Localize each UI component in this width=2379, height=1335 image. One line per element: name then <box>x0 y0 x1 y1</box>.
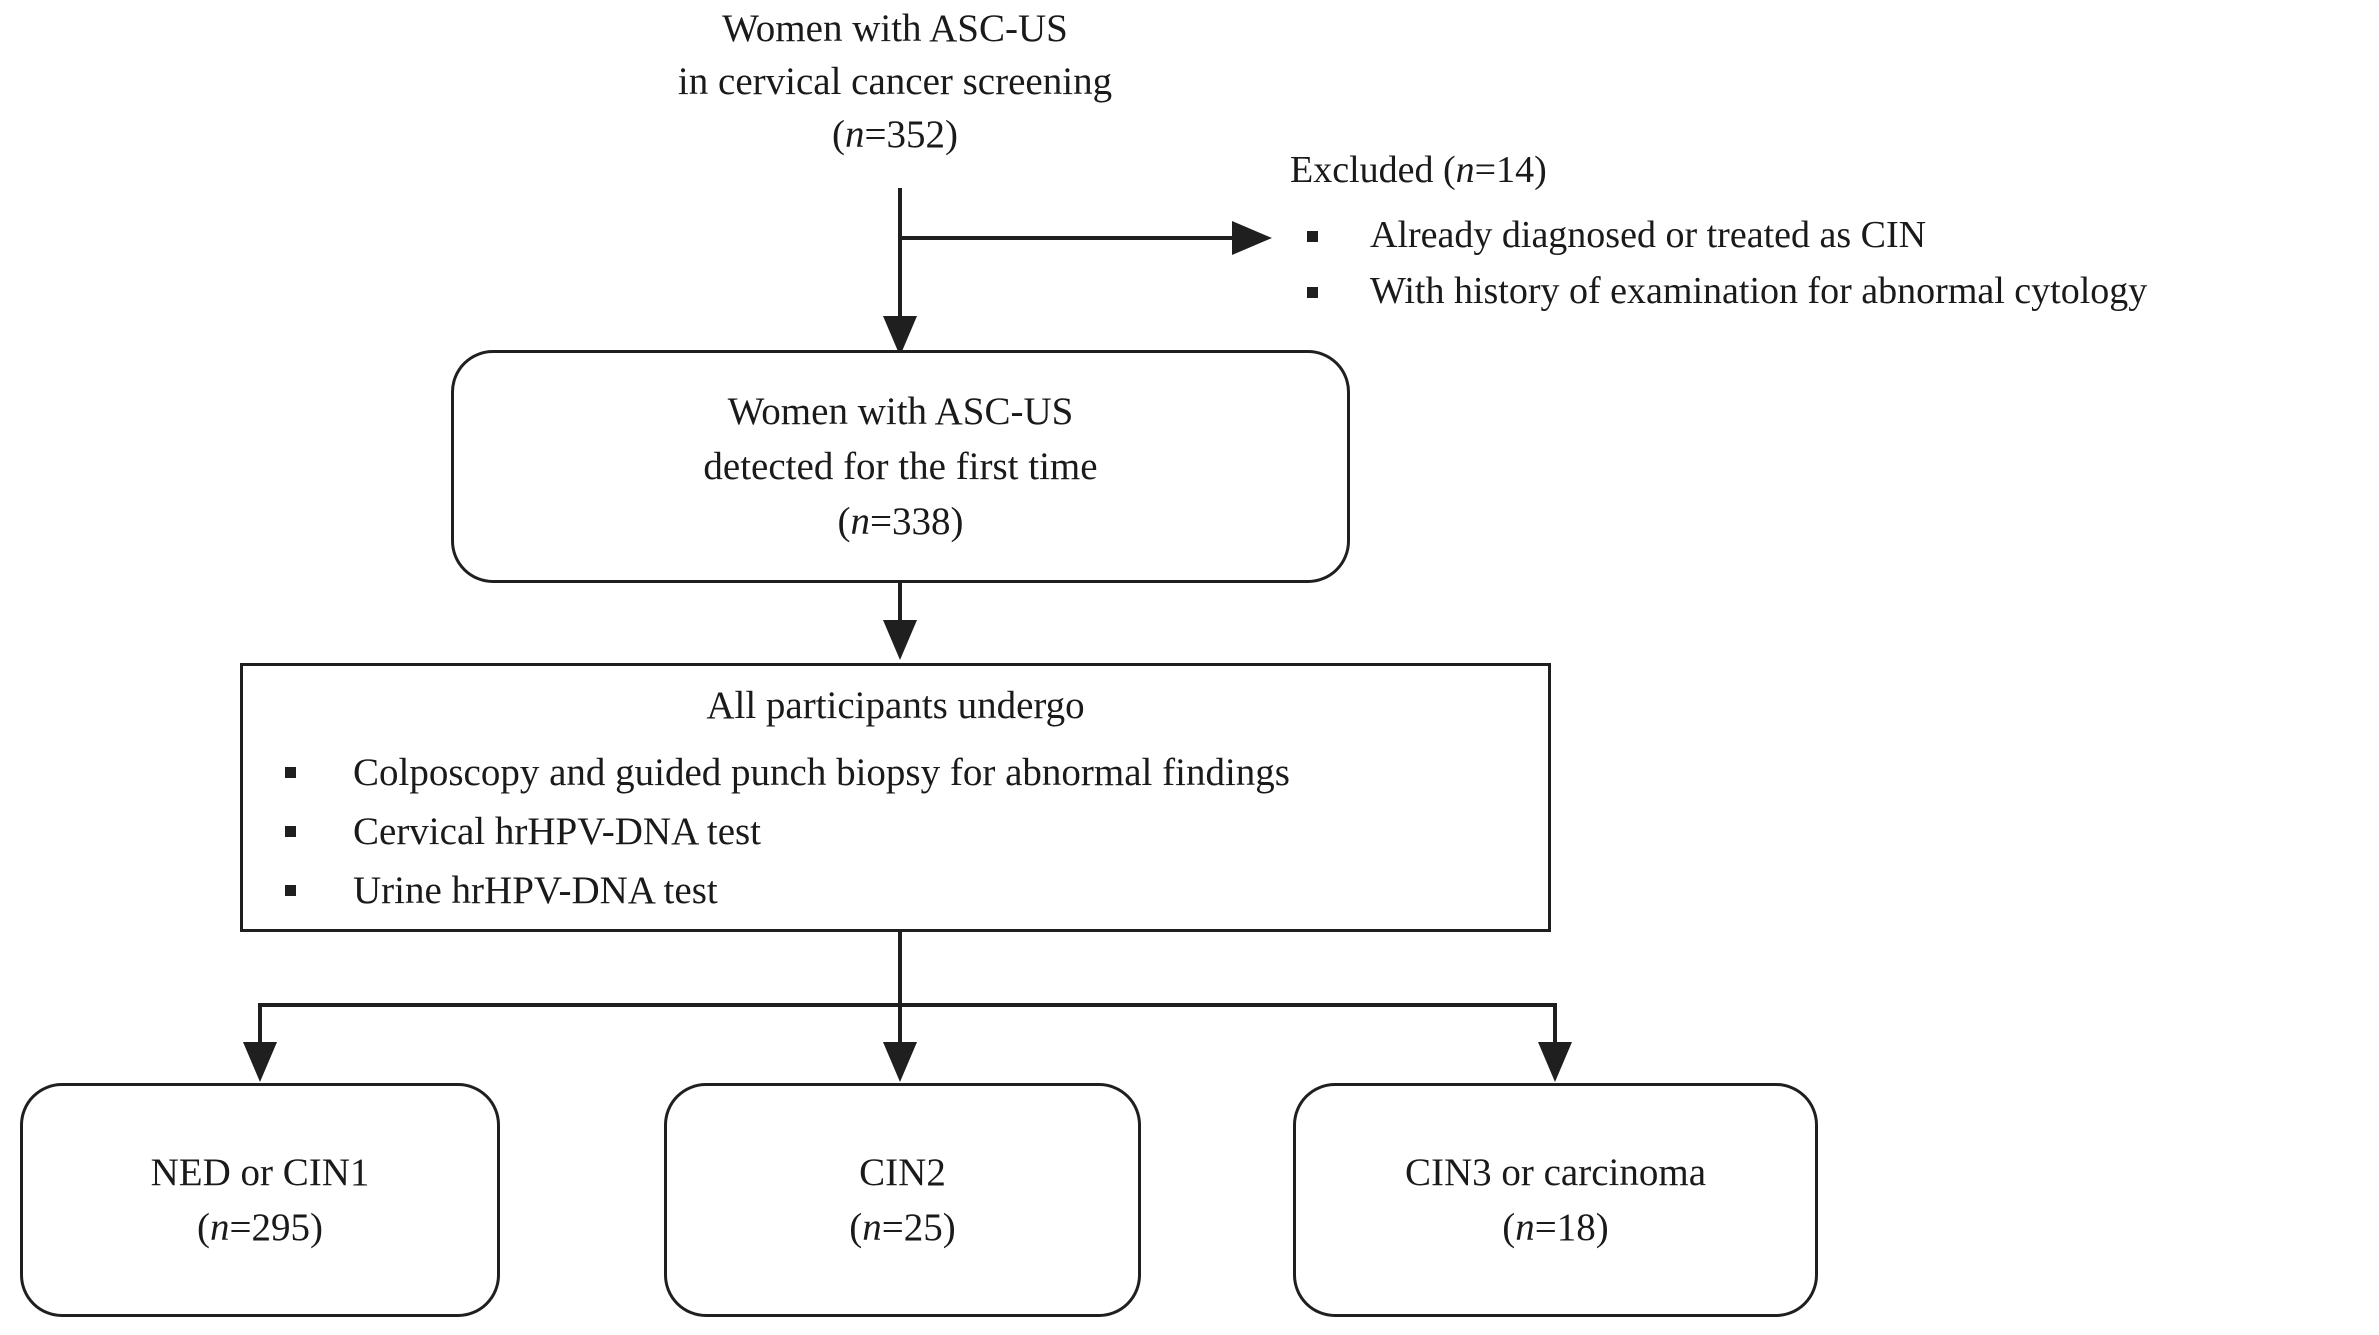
outcome-box-cin3-carcinoma: CIN3 or carcinoma (n=18) <box>1293 1083 1818 1317</box>
procedures-title: All participants undergo <box>706 684 1085 727</box>
arrowhead-down-procedures-icon <box>883 620 917 660</box>
arrowhead-down-outcome-c-icon <box>1538 1042 1572 1082</box>
outcome-count: (n=25) <box>849 1206 956 1249</box>
arrowhead-down-outcome-b-icon <box>883 1042 917 1082</box>
outcome-count: (n=18) <box>1502 1206 1609 1249</box>
flow-box-procedures: All participants undergo Colposcopy and … <box>240 663 1551 932</box>
excluded-heading: Excluded (n=14) <box>1290 149 1547 191</box>
arrowhead-right-excluded-icon <box>1232 221 1272 255</box>
procedure-item: Urine hrHPV-DNA test <box>243 861 1548 920</box>
outcome-box-cin2: CIN2 (n=25) <box>664 1083 1141 1317</box>
first-detection-count: (n=338) <box>837 500 964 543</box>
procedure-item: Colposcopy and guided punch biopsy for a… <box>243 743 1548 802</box>
excluded-block: Excluded (n=14) Already diagnosed or tre… <box>1285 145 2379 319</box>
procedure-item: Cervical hrHPV-DNA test <box>243 802 1548 861</box>
first-detection-line2: detected for the first time <box>703 445 1098 488</box>
screening-line1: Women with ASC-US <box>722 7 1068 50</box>
outcome-count: (n=295) <box>197 1206 323 1249</box>
outcome-label: NED or CIN1 <box>150 1151 370 1194</box>
screening-label: Women with ASC-US in cervical cancer scr… <box>530 2 1260 161</box>
excluded-list: Already diagnosed or treated as CIN With… <box>1285 207 2379 319</box>
excluded-item: With history of examination for abnormal… <box>1285 263 2379 319</box>
arrowhead-down-outcome-a-icon <box>243 1042 277 1082</box>
screening-count: (n=352) <box>832 113 958 156</box>
outcome-box-ned-cin1: NED or CIN1 (n=295) <box>20 1083 500 1317</box>
procedures-list: Colposcopy and guided punch biopsy for a… <box>243 743 1548 920</box>
outcome-label: CIN3 or carcinoma <box>1404 1151 1707 1194</box>
first-detection-line1: Women with ASC-US <box>727 390 1074 433</box>
outcome-label: CIN2 <box>859 1151 946 1194</box>
excluded-item: Already diagnosed or treated as CIN <box>1285 207 2379 263</box>
screening-line2: in cervical cancer screening <box>677 60 1113 103</box>
flow-box-first-detection: Women with ASC-US detected for the first… <box>451 350 1350 583</box>
